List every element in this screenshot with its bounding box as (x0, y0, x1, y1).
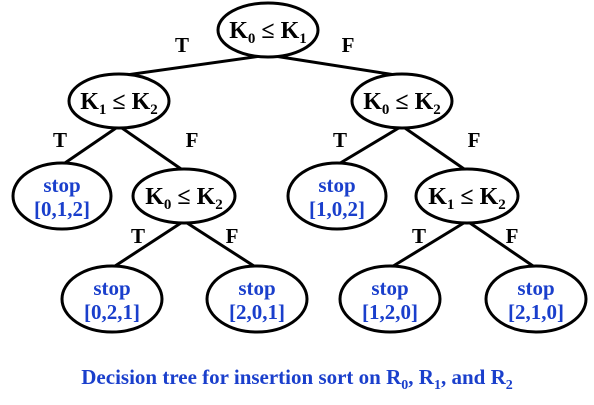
leaf-permutation-label: [2,0,1] (229, 300, 285, 324)
edge-label: F (506, 224, 519, 248)
comparison-label: K0 ≤ K1 (229, 18, 307, 47)
leaf-node: stop[1,2,0] (338, 264, 442, 334)
node-ellipse (350, 72, 454, 130)
node-ellipse (338, 264, 442, 334)
comparison-label: K1 ≤ K2 (428, 184, 506, 213)
leaf-stop-label: stop (318, 173, 355, 197)
edge-line (466, 219, 537, 270)
edge-line (183, 219, 258, 270)
comparison-label: K1 ≤ K2 (80, 89, 158, 118)
edge-line (401, 124, 468, 173)
tree-edge: F (466, 219, 537, 270)
comparison-node: K0 ≤ K2 (350, 72, 454, 130)
diagram-caption: Decision tree for insertion sort on R0, … (81, 365, 512, 393)
edge-label: F (342, 33, 355, 57)
edge-line (267, 53, 403, 78)
leaf-stop-label: stop (93, 276, 130, 300)
edge-line (336, 124, 403, 167)
node-ellipse (60, 264, 164, 334)
tree-edge: T (111, 219, 185, 270)
comparison-node: K1 ≤ K2 (67, 72, 171, 130)
leaf-node: stop[1,0,2] (286, 161, 388, 231)
edge-line (118, 124, 185, 173)
leaf-permutation-label: [2,1,0] (508, 300, 564, 324)
comparison-node: K0 ≤ K2 (131, 167, 237, 225)
edge-label: T (175, 33, 189, 57)
leaf-stop-label: stop (238, 276, 275, 300)
leaf-stop-label: stop (43, 173, 80, 197)
comparison-node: K1 ≤ K2 (414, 167, 520, 225)
edge-line (61, 124, 120, 167)
node-ellipse (286, 161, 388, 231)
leaf-node: stop[2,1,0] (484, 264, 588, 334)
edge-label: T (53, 128, 67, 152)
edge-line (389, 219, 468, 270)
tree-edge: T (118, 33, 269, 78)
node-ellipse (414, 167, 520, 225)
edge-line (118, 53, 269, 78)
comparison-node: K0 ≤ K1 (216, 1, 320, 59)
tree-edge: F (401, 124, 481, 173)
node-ellipse (131, 167, 237, 225)
comparison-label: K0 ≤ K2 (145, 184, 223, 213)
edge-label: T (333, 128, 347, 152)
tree-edge: T (389, 219, 468, 270)
node-ellipse (216, 1, 320, 59)
leaf-permutation-label: [0,2,1] (84, 300, 140, 324)
tree-edge: F (267, 33, 403, 78)
edge-label: T (412, 224, 426, 248)
tree-edge: T (53, 124, 120, 167)
edge-label: T (131, 224, 145, 248)
leaf-stop-label: stop (371, 276, 408, 300)
edge-label: F (226, 224, 239, 248)
leaf-node: stop[2,0,1] (205, 264, 309, 334)
comparison-label: K0 ≤ K2 (363, 89, 441, 118)
node-ellipse (205, 264, 309, 334)
node-ellipse (11, 161, 113, 231)
leaf-node: stop[0,2,1] (60, 264, 164, 334)
edges-layer: T F T F T F T F T F (53, 33, 537, 270)
node-ellipse (67, 72, 171, 130)
leaf-permutation-label: [0,1,2] (34, 197, 90, 221)
tree-edge: F (118, 124, 199, 173)
leaf-permutation-label: [1,0,2] (309, 197, 365, 221)
node-ellipse (484, 264, 588, 334)
edge-label: F (186, 128, 199, 152)
edge-label: F (468, 128, 481, 152)
leaf-node: stop[0,1,2] (11, 161, 113, 231)
edge-line (111, 219, 185, 270)
leaf-stop-label: stop (517, 276, 554, 300)
tree-edge: T (333, 124, 403, 167)
leaf-permutation-label: [1,2,0] (362, 300, 418, 324)
tree-edge: F (183, 219, 258, 270)
